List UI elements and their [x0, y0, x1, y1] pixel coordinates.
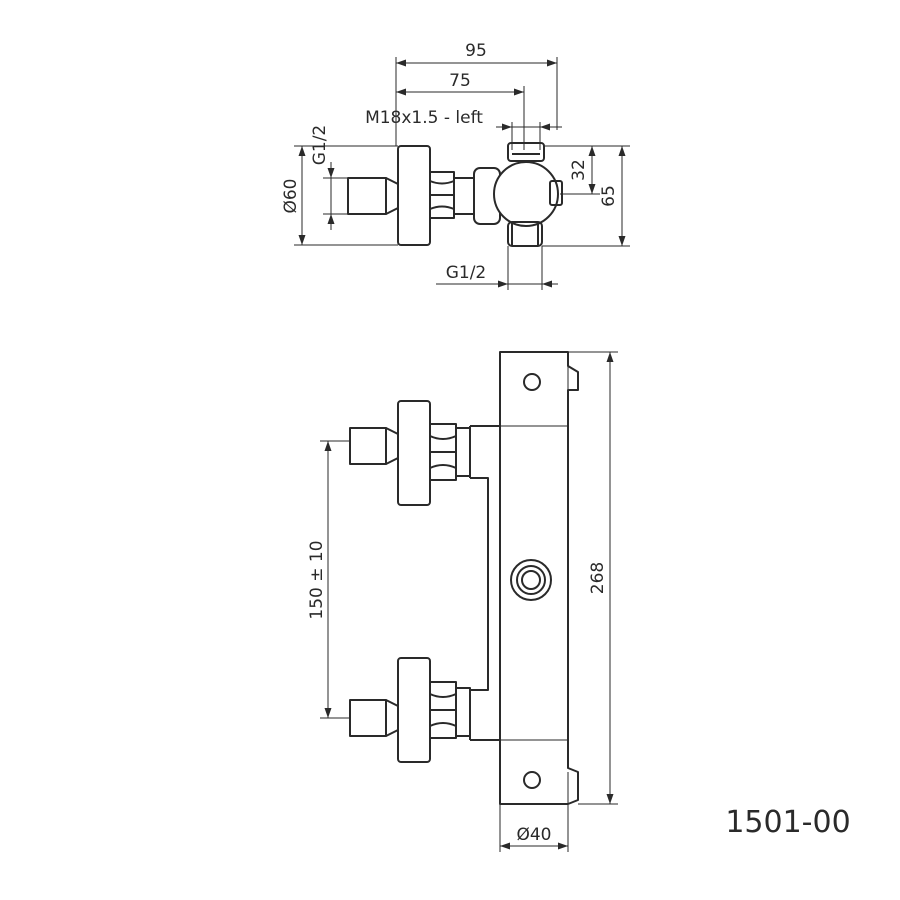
upper-inlet-assembly: [349, 400, 471, 506]
top-pipe: [453, 177, 475, 215]
top-side-knob: [549, 180, 563, 206]
upper-inlet-connector: [349, 427, 387, 465]
lower-inlet-connector: [349, 699, 387, 737]
dim-depth-total: 65: [599, 185, 619, 207]
central-outlet: [510, 559, 552, 601]
front-view: 150 ± 10 268 Ø40: [307, 351, 618, 852]
product-code: 1501-00: [725, 805, 850, 840]
upper-mounting-hole: [523, 373, 541, 391]
top-view: 95 75 M18x1.5 - left Ø60 G1/2 32 65: [281, 41, 630, 290]
top-inlet-connector: [347, 177, 387, 215]
dim-inlet-thread-side: G1/2: [310, 125, 330, 166]
lower-mounting-hole: [523, 771, 541, 789]
dim-body-diameter: Ø40: [516, 825, 551, 845]
front-manifold: [470, 425, 500, 741]
dim-inlet-spacing: 150 ± 10: [307, 540, 327, 619]
front-body: [499, 351, 579, 805]
dim-outlet-thread-bottom: G1/2: [446, 263, 487, 283]
dim-width-total: 95: [465, 41, 487, 61]
dim-height-total: 268: [588, 562, 608, 594]
top-upper-outlet: [507, 142, 545, 162]
top-lower-outlet: [507, 221, 543, 247]
top-inlet-connector-taper: [385, 177, 399, 215]
upper-flange: [397, 400, 431, 506]
top-flange: [397, 145, 431, 246]
lower-inlet-assembly: [349, 657, 471, 763]
top-mixer-circle: [493, 161, 559, 227]
dim-thread-outlet: M18x1.5 - left: [365, 108, 483, 128]
dim-width-axis: 75: [449, 71, 471, 91]
dim-flange-diameter: Ø60: [281, 178, 301, 213]
dim-body-offset: 32: [569, 159, 589, 181]
lower-flange: [397, 657, 431, 763]
